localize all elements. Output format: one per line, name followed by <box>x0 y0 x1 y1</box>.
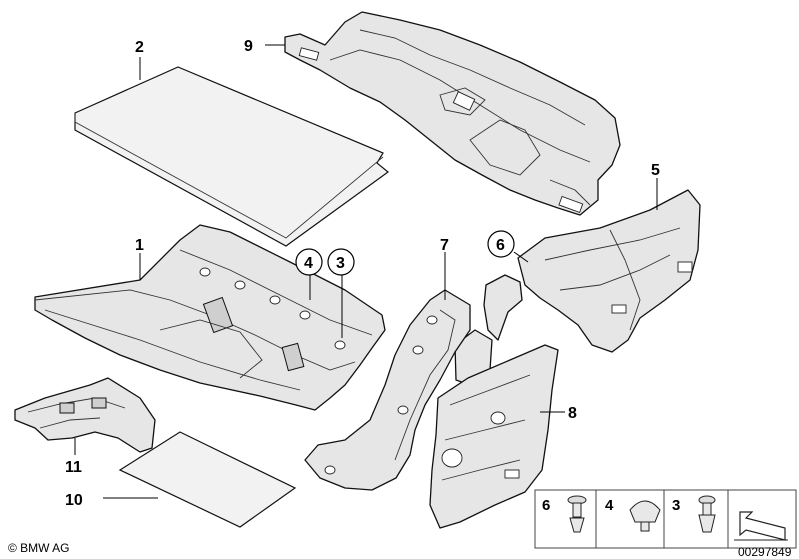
part-8-side-panel[interactable] <box>429 344 559 529</box>
part-10-flat-pad[interactable] <box>118 431 297 528</box>
callout-3: 3 <box>336 255 345 272</box>
footer: © BMW AG 00297849 <box>8 541 792 559</box>
leader-lines <box>74 44 658 499</box>
callout-6: 6 <box>496 237 505 254</box>
part-11-small-insulation[interactable] <box>14 377 156 453</box>
expanding-rivet-icon <box>698 495 716 533</box>
copyright-text: © BMW AG <box>8 541 70 555</box>
part-7-side-trim[interactable] <box>304 289 471 491</box>
callouts: 2 9 1 4 3 7 6 5 8 11 10 <box>65 38 660 509</box>
push-nut-icon <box>629 500 661 532</box>
diagram-number: 00297849 <box>738 545 792 559</box>
clip-rivet-icon <box>567 495 587 533</box>
callout-1: 1 <box>135 237 144 254</box>
callout-9: 9 <box>244 38 253 55</box>
callout-10: 10 <box>65 492 83 509</box>
part-1-trunk-floor-insulation[interactable] <box>34 224 386 411</box>
legend-num-3: 3 <box>672 497 680 514</box>
callout-4: 4 <box>304 255 313 272</box>
callout-2: 2 <box>135 39 144 56</box>
callout-8: 8 <box>568 405 577 422</box>
part-2-floor-mat[interactable] <box>74 66 389 247</box>
legend-num-4: 4 <box>605 497 614 514</box>
fastener-legend: 6 4 3 <box>534 489 797 549</box>
legend-num-6: 6 <box>542 497 550 514</box>
direction-arrow-icon <box>734 511 788 541</box>
part-5-side-insulation[interactable] <box>517 189 701 353</box>
callout-11: 11 <box>65 459 82 476</box>
part-9-rear-shelf-insulation[interactable] <box>284 11 621 216</box>
callout-5: 5 <box>651 162 660 179</box>
callout-7: 7 <box>440 237 449 254</box>
